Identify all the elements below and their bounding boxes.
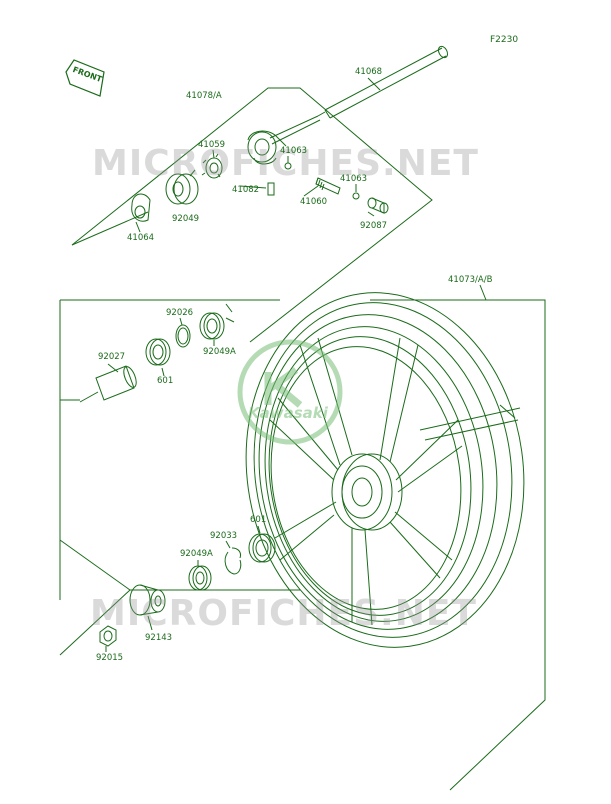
label-41063-lower: 41063 [340,174,368,184]
front-arrow-icon [65,59,105,97]
collar-92143 [129,584,166,616]
label-92049A-upper: 92049A [203,347,236,357]
upper-assembly-outline [71,87,433,343]
bearing-601b [248,533,276,563]
label-92027: 92027 [98,352,126,362]
label-41064: 41064 [127,233,155,243]
seal-92049Aa [199,312,225,340]
gear-housing-41078 [247,130,287,165]
pin-41082 [267,182,275,196]
label-92033: 92033 [210,531,238,541]
figure-code: F2230 [490,35,519,45]
circlip-92033 [224,547,242,575]
collar-92027 [95,365,137,401]
watermark-lower: MICROFICHES.NET [90,593,477,634]
label-601-lower: 601 [250,515,267,525]
kawasaki-logo-watermark [237,339,343,445]
label-41078A: 41078/A [186,91,222,101]
label-92049: 92049 [172,214,200,224]
collar-41064 [131,193,151,222]
axle-41068 [269,45,449,145]
label-41060: 41060 [300,197,328,207]
label-92087: 92087 [360,221,388,231]
label-92026: 92026 [166,308,194,318]
seal-92049 [165,173,199,205]
logo-text: Kawasaki [248,404,328,422]
wheel-41073 [245,292,525,648]
label-41082: 41082 [232,185,260,195]
bushing-92087 [367,197,389,214]
circlip-92026 [175,324,191,348]
washer-41063b [352,192,360,200]
label-92143: 92143 [145,633,173,643]
pinion-41060 [315,177,341,195]
nut-92015 [99,625,117,647]
bearing-601a [145,338,171,366]
seal-92049Ab [188,565,212,591]
label-41063-upper: 41063 [280,146,308,156]
label-41068: 41068 [355,67,383,77]
label-92015: 92015 [96,653,124,663]
label-41059: 41059 [198,140,226,150]
label-601-upper: 601 [157,376,174,386]
label-41073AB: 41073/A/B [448,275,493,285]
label-92049A-lower: 92049A [180,549,213,559]
wheel-assembly-outline [59,399,80,540]
watermark-upper: MICROFICHES.NET [92,143,479,184]
